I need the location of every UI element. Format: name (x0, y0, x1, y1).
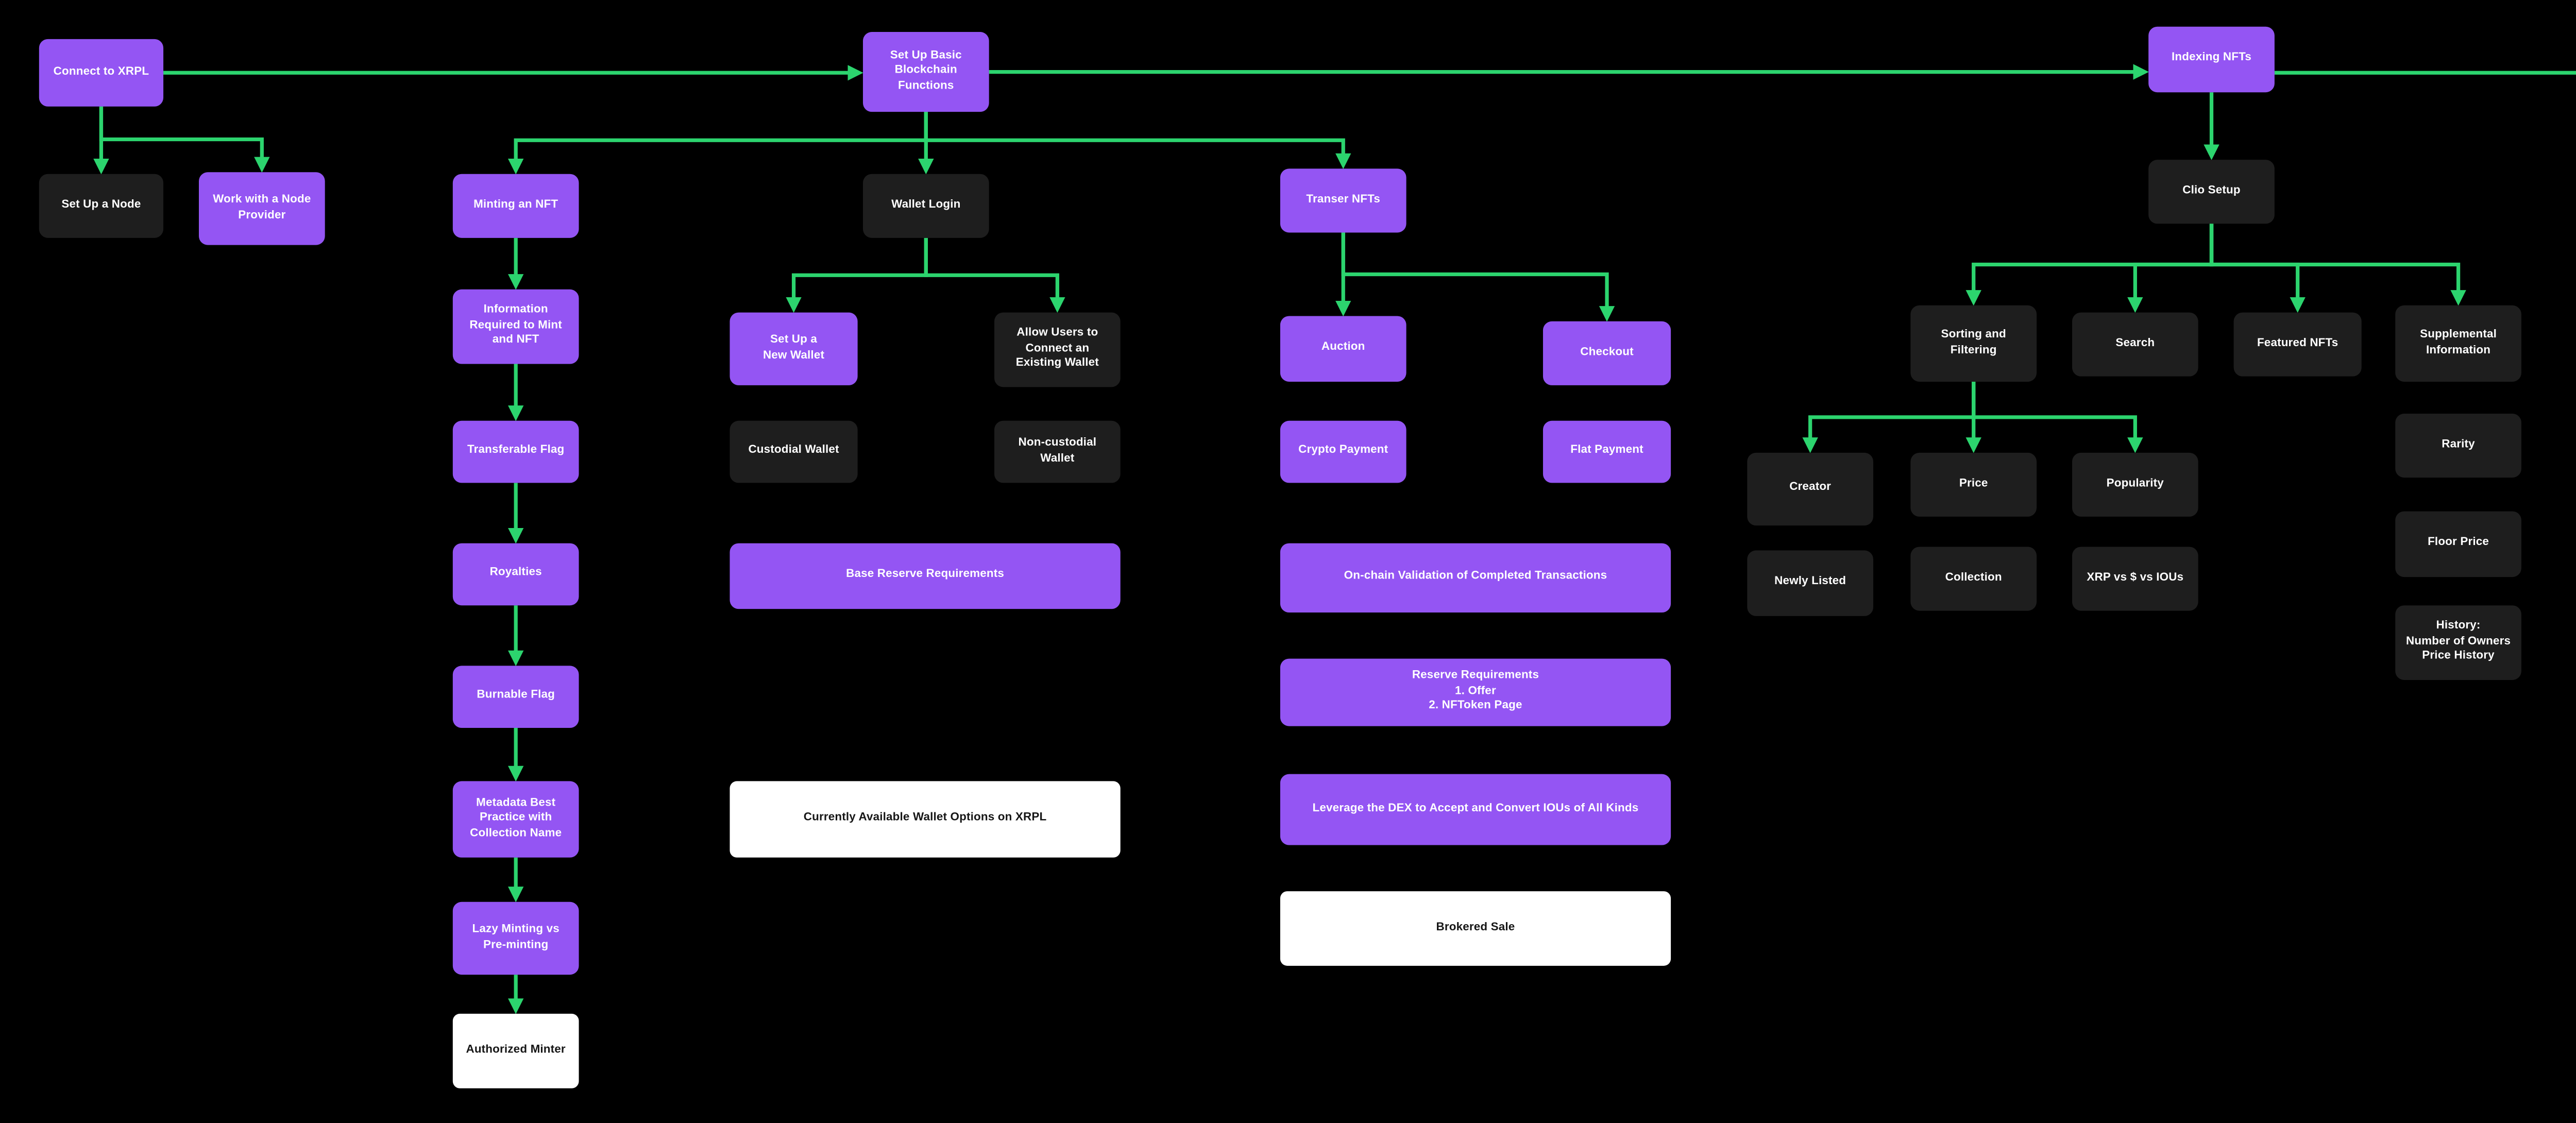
node-popularity[interactable]: Popularity (2072, 452, 2198, 517)
node-allow-existing[interactable]: Allow Users to Connect an Existing Walle… (994, 312, 1121, 387)
node-info-required[interactable]: Information Required to Mint and NFT (452, 289, 579, 364)
node-floor-price[interactable]: Floor Price (2395, 511, 2521, 577)
node-history[interactable]: History: Number of Owners Price History (2395, 605, 2521, 680)
node-lazy-minting[interactable]: Lazy Minting vs Pre-minting (452, 901, 579, 975)
node-onchain-validation[interactable]: On-chain Validation of Completed Transac… (1280, 543, 1671, 613)
node-node-provider[interactable]: Work with a Node Provider (199, 172, 325, 245)
node-custodial-wallet[interactable]: Custodial Wallet (730, 420, 858, 483)
node-creator[interactable]: Creator (1747, 452, 1873, 526)
node-transfer-nfts[interactable]: Transer NFTs (1280, 168, 1406, 233)
node-noncustodial-wallet[interactable]: Non-custodial Wallet (994, 420, 1121, 483)
node-collection[interactable]: Collection (1910, 547, 2037, 611)
node-flat-payment[interactable]: Flat Payment (1543, 420, 1671, 483)
node-transferable-flag[interactable]: Transferable Flag (452, 420, 579, 483)
node-authorized-minter[interactable]: Authorized Minter (452, 1013, 579, 1088)
node-leverage-dex[interactable]: Leverage the DEX to Accept and Convert I… (1280, 774, 1671, 845)
node-xrp-vs-iou[interactable]: XRP vs $ vs IOUs (2072, 547, 2198, 611)
node-indexing-nfts[interactable]: Indexing NFTs (2148, 26, 2275, 93)
node-wallet-options[interactable]: Currently Available Wallet Options on XR… (730, 781, 1121, 858)
node-sorting-filtering[interactable]: Sorting and Filtering (1910, 305, 2037, 382)
node-crypto-payment[interactable]: Crypto Payment (1280, 420, 1406, 483)
node-connect-xrpl[interactable]: Connect to XRPL (39, 39, 164, 107)
node-brokered-sale[interactable]: Brokered Sale (1280, 891, 1671, 966)
node-minting-nft[interactable]: Minting an NFT (452, 174, 579, 238)
node-supplemental-info[interactable]: Supplemental Information (2395, 305, 2521, 382)
node-clio-setup[interactable]: Clio Setup (2148, 160, 2275, 224)
node-checkout[interactable]: Checkout (1543, 321, 1671, 385)
node-royalties[interactable]: Royalties (452, 543, 579, 606)
node-price[interactable]: Price (1910, 452, 2037, 517)
node-rarity[interactable]: Rarity (2395, 414, 2521, 478)
node-setup-new-wallet[interactable]: Set Up a New Wallet (730, 312, 858, 385)
node-metadata-best[interactable]: Metadata Best Practice with Collection N… (452, 781, 579, 858)
node-set-up-node[interactable]: Set Up a Node (39, 174, 164, 238)
node-reserve-requirements[interactable]: Reserve Requirements 1. Offer 2. NFToken… (1280, 658, 1671, 726)
node-burnable-flag[interactable]: Burnable Flag (452, 666, 579, 728)
node-wallet-login[interactable]: Wallet Login (862, 174, 989, 238)
node-search[interactable]: Search (2072, 312, 2198, 377)
node-newly-listed[interactable]: Newly Listed (1747, 550, 1873, 616)
node-base-reserve[interactable]: Base Reserve Requirements (730, 543, 1121, 609)
node-auction[interactable]: Auction (1280, 316, 1406, 382)
node-featured-nfts[interactable]: Featured NFTs (2233, 312, 2362, 377)
node-setup-basic[interactable]: Set Up Basic Blockchain Functions (862, 32, 989, 112)
